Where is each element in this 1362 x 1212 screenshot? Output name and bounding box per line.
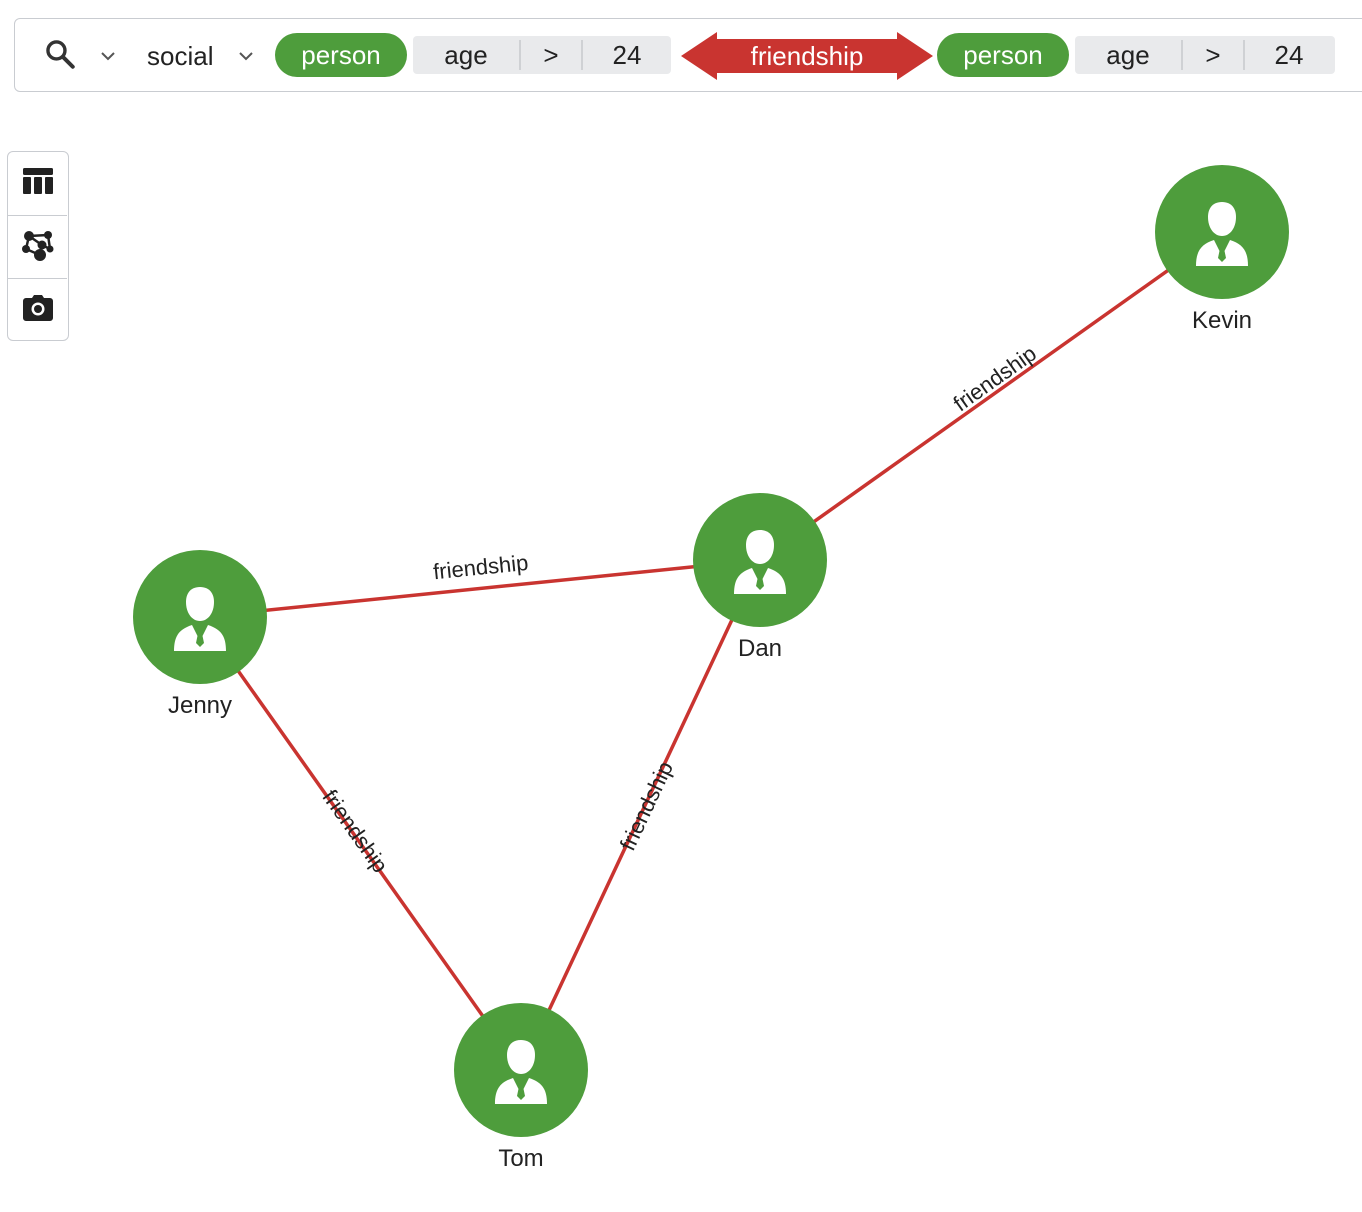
database-select[interactable]: social — [147, 40, 214, 71]
snapshot-button[interactable] — [8, 278, 67, 341]
condition-field[interactable]: age — [1106, 39, 1150, 70]
edge-tom-dan[interactable] — [519, 559, 762, 1071]
graph-view-icon — [20, 227, 56, 268]
condition-operator[interactable]: > — [543, 39, 559, 70]
table-view-icon — [22, 166, 54, 201]
relationship-label: friendship — [750, 40, 864, 71]
start-node-label-pill[interactable]: person — [275, 33, 407, 77]
start-node-condition[interactable]: age > 24 — [413, 36, 671, 74]
chevron-down-icon[interactable] — [97, 45, 119, 67]
node-label: Kevin — [1192, 307, 1252, 334]
divider — [581, 40, 583, 70]
end-node-label-pill[interactable]: person — [937, 33, 1069, 77]
divider — [519, 40, 521, 70]
divider — [1243, 40, 1245, 70]
query-bar: social person age > 24 friendship person… — [14, 18, 1362, 92]
node-jenny[interactable]: Jenny — [133, 550, 267, 719]
edge-label: friendship — [317, 785, 393, 877]
table-view-button[interactable] — [8, 152, 67, 214]
search-icon[interactable] — [41, 35, 79, 73]
edge-labels-layer: friendship friendship friendship friendship — [317, 341, 1040, 878]
edge-label: friendship — [615, 757, 678, 854]
node-tom[interactable]: Tom — [454, 1003, 588, 1172]
edge-jenny-tom[interactable] — [198, 615, 523, 1072]
node-label: Tom — [498, 1145, 543, 1172]
edge-dan-kevin[interactable] — [758, 230, 1224, 562]
edges-layer — [198, 230, 1224, 1072]
edge-label: friendship — [949, 341, 1041, 417]
condition-value[interactable]: 24 — [612, 39, 642, 70]
node-label: Jenny — [168, 692, 232, 719]
node-kevin[interactable]: Kevin — [1155, 165, 1289, 334]
graph-view-button[interactable] — [8, 215, 67, 278]
edge-jenny-dan[interactable] — [199, 558, 761, 619]
end-node-condition[interactable]: age > 24 — [1075, 36, 1335, 74]
relationship-pill[interactable]: friendship — [681, 32, 933, 80]
view-toolbar — [7, 151, 69, 341]
condition-operator[interactable]: > — [1205, 39, 1221, 70]
database-chevron-down-icon[interactable] — [235, 45, 257, 67]
edge-label: friendship — [432, 550, 529, 585]
camera-icon — [22, 294, 54, 327]
condition-value[interactable]: 24 — [1274, 39, 1304, 70]
condition-field[interactable]: age — [444, 39, 488, 70]
node-dan[interactable]: Dan — [693, 493, 827, 662]
divider — [1181, 40, 1183, 70]
node-label: Dan — [738, 635, 782, 662]
